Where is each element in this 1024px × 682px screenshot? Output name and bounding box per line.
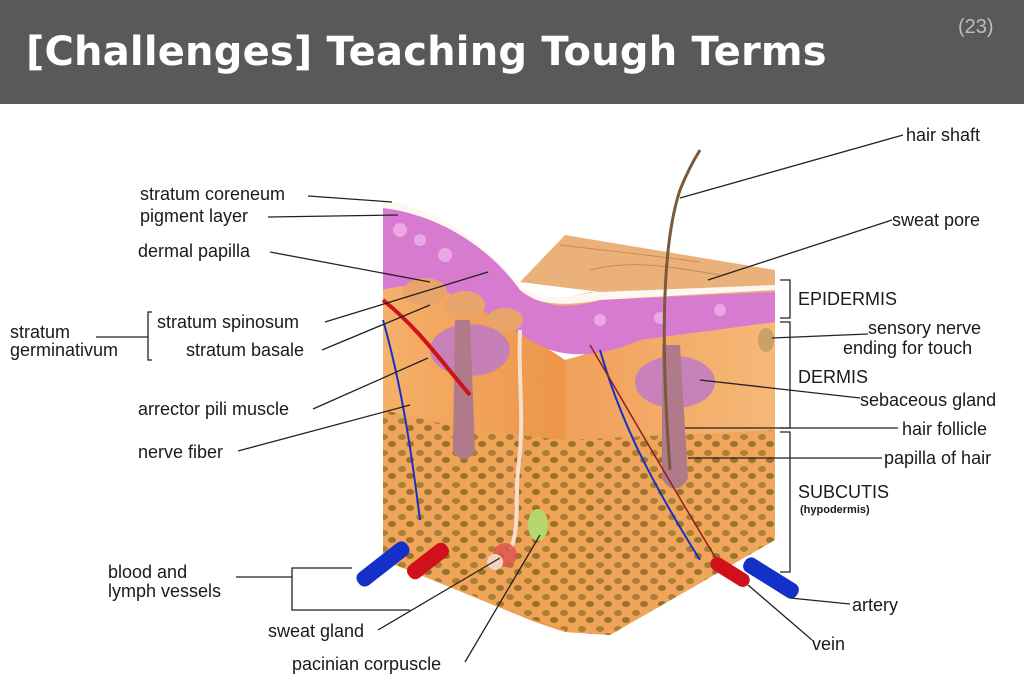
label-germinativum: germinativum	[10, 340, 118, 360]
label-blood-and: blood and	[108, 562, 187, 582]
label-subcutis: SUBCUTIS	[798, 482, 889, 502]
label-stratum: stratum	[10, 322, 70, 342]
label-pigment-layer: pigment layer	[140, 206, 248, 226]
label-artery: artery	[852, 595, 898, 615]
label-stratum-basale: stratum basale	[186, 340, 304, 360]
label-nerve-fiber: nerve fiber	[138, 442, 223, 462]
label-hair-shaft: hair shaft	[906, 125, 980, 145]
pacinian-corpuscle-drawing	[528, 509, 548, 541]
label-lymph-vessels: lymph vessels	[108, 581, 221, 601]
label-dermis: DERMIS	[798, 367, 868, 387]
label-epidermis: EPIDERMIS	[798, 289, 897, 309]
label-papilla-of-hair: papilla of hair	[884, 448, 991, 468]
label-hypodermis: (hypodermis)	[800, 504, 870, 516]
label-stratum-spinosum: stratum spinosum	[157, 312, 299, 332]
sensory-nerve-ending-drawing	[758, 328, 774, 352]
label-ending-for-touch: ending for touch	[843, 338, 972, 358]
label-pacinian-corpuscle: pacinian corpuscle	[292, 654, 441, 674]
label-sweat-pore: sweat pore	[892, 210, 980, 230]
label-vein: vein	[812, 634, 845, 654]
label-dermal-papilla: dermal papilla	[138, 241, 251, 261]
label-sensory-nerve: sensory nerve	[868, 318, 981, 338]
label-sebaceous-gland: sebaceous gland	[860, 390, 996, 410]
label-sweat-gland: sweat gland	[268, 621, 364, 641]
label-arrector-pili-muscle: arrector pili muscle	[138, 399, 289, 419]
label-stratum-coreneum: stratum coreneum	[140, 184, 285, 204]
label-hair-follicle: hair follicle	[902, 419, 987, 439]
